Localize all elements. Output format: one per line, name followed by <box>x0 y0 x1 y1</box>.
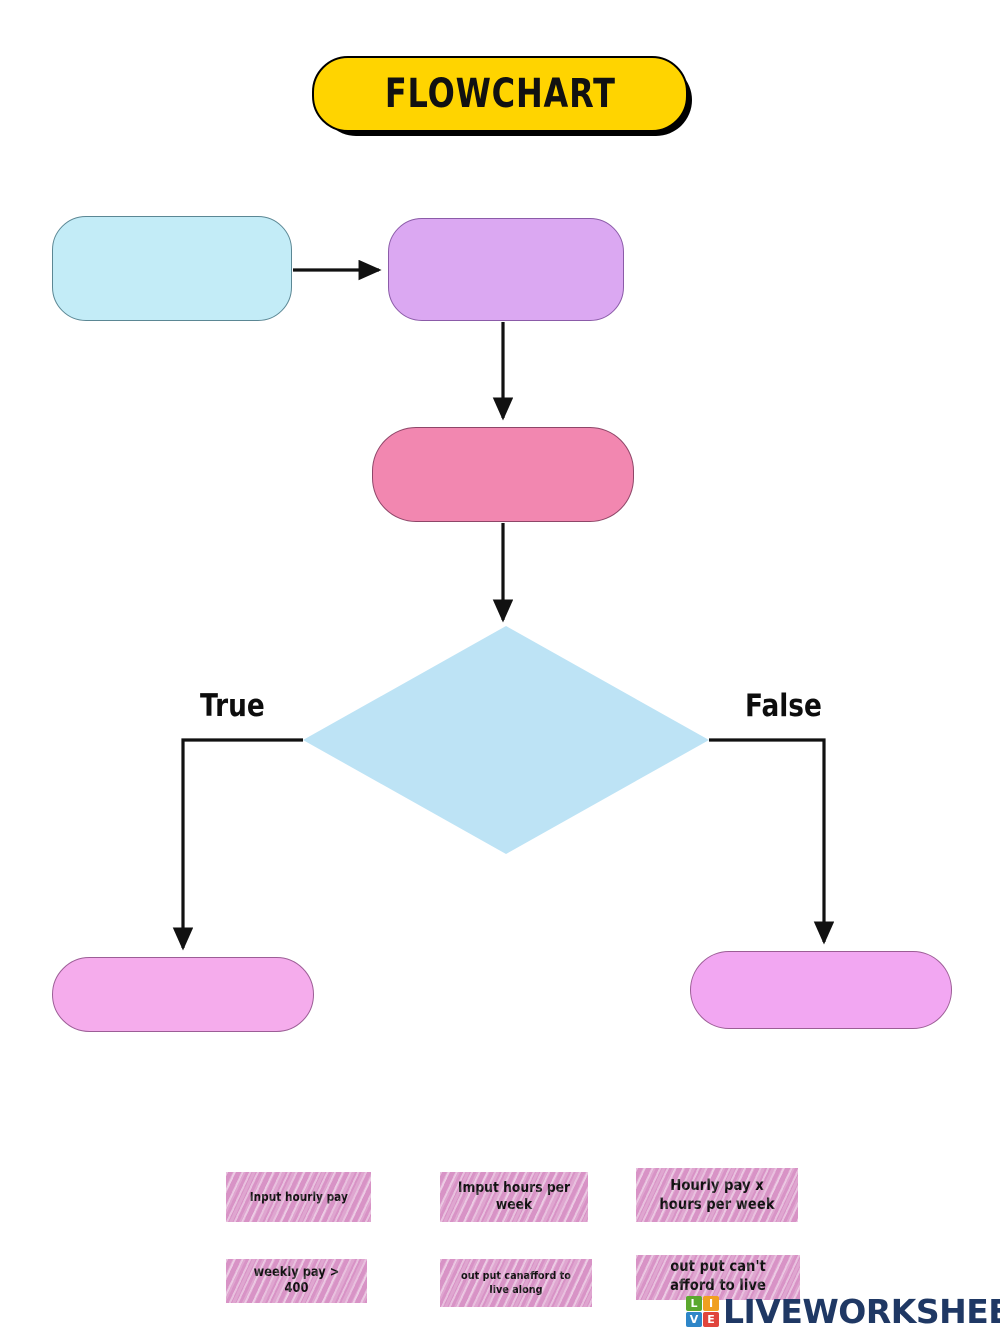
flowchart-node-decision-diamond[interactable] <box>303 626 709 854</box>
flowchart-node-output-true[interactable] <box>52 957 314 1032</box>
word-bank-tile[interactable]: weekly pay > 400 <box>226 1259 367 1303</box>
branch-label-true: True <box>200 688 265 724</box>
title-banner: FLOWCHART <box>312 56 688 132</box>
flowchart-node-input-hours-week[interactable] <box>388 218 624 321</box>
liveworksheets-watermark: L I V E LIVEWORKSHEETS <box>686 1292 1000 1331</box>
word-bank-tile-label: out put canafford to live along <box>461 1269 571 1296</box>
connector-decision-true-to-output <box>172 738 303 951</box>
logo-cell-l: L <box>686 1296 702 1311</box>
logo-cell-e: E <box>703 1312 719 1327</box>
liveworksheets-brand-text: LIVEWORKSHEETS <box>723 1292 1000 1331</box>
connector-decision-false-to-output <box>709 738 835 945</box>
word-bank-tile[interactable]: out put canafford to live along <box>440 1259 592 1307</box>
word-bank-tile-label: weekly pay > 400 <box>253 1264 340 1296</box>
flowchart-node-output-false[interactable] <box>690 951 952 1029</box>
word-bank-tile[interactable]: Hourly pay x hours per week <box>636 1168 798 1222</box>
word-bank-tile[interactable]: Input hourly pay <box>226 1172 371 1222</box>
word-bank-tile-label: Imput hours per week <box>457 1179 571 1214</box>
flowchart-node-calculate-pay[interactable] <box>372 427 634 522</box>
page-title: FLOWCHART <box>384 71 616 117</box>
branch-label-false: False <box>745 688 822 724</box>
word-bank-tile[interactable]: Imput hours per week <box>440 1172 588 1222</box>
word-bank-tile-label: Hourly pay x hours per week <box>659 1176 775 1213</box>
word-bank-tile-label: Input hourly pay <box>249 1189 348 1204</box>
logo-cell-i: I <box>703 1296 719 1311</box>
liveworksheets-logo-icon: L I V E <box>686 1296 719 1327</box>
flowchart-node-input-hourly-pay[interactable] <box>52 216 292 321</box>
logo-cell-v: V <box>686 1312 702 1327</box>
